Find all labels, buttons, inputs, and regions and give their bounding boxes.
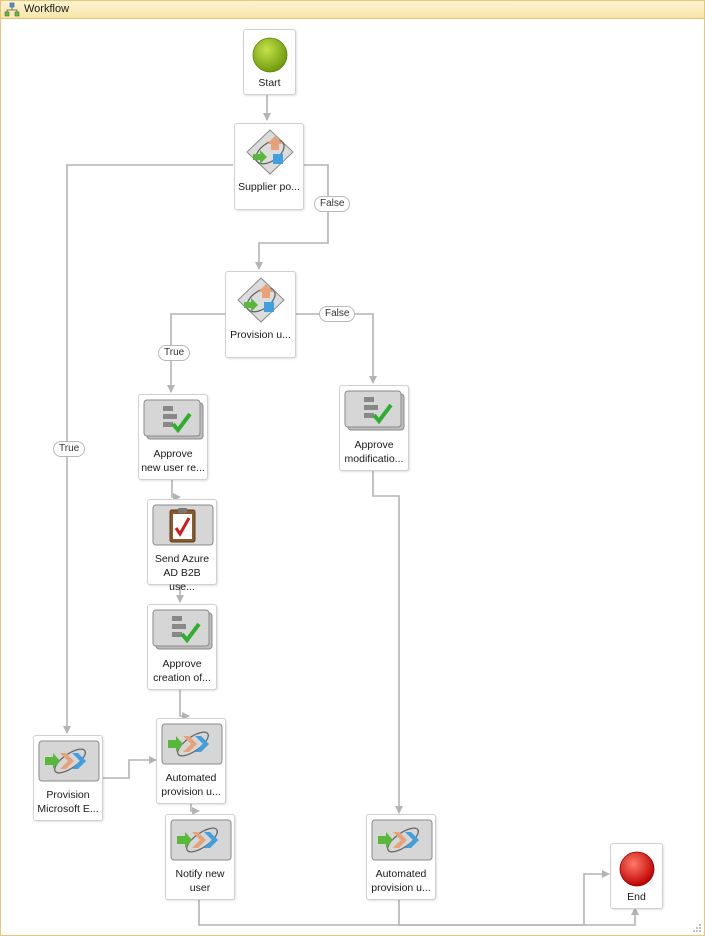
workflow-canvas[interactable]: False True True False Start Supplier po.… [1, 19, 704, 935]
approve-creation-node[interactable]: Approve creation of... [147, 604, 217, 690]
approval-icon [152, 609, 213, 650]
edge-modification-auto2 [372, 471, 403, 814]
send-azure-label-2: AD B2B use... [163, 567, 201, 593]
provisioning-icon [371, 819, 433, 861]
window-title: Workflow [24, 3, 70, 15]
edge-approve-send [171, 479, 181, 501]
start-node[interactable]: Start [243, 29, 296, 95]
provision-microsoft-label-1: Provision [46, 789, 90, 801]
provisioning-icon [38, 740, 100, 782]
send-azure-label-1: Send Azure [154, 553, 210, 565]
supplier-policy-label: Supplier po... [238, 181, 300, 193]
notify-new-user-node[interactable]: Notify new user [165, 814, 235, 900]
automated-provision-1-label-1: Automated [165, 772, 217, 784]
send-azure-node[interactable]: Send Azure AD B2B use... [147, 499, 217, 593]
approve-modification-label-2: modificatio... [344, 453, 404, 465]
approve-new-user-label-1: Approve [153, 448, 193, 460]
approve-creation-label-2: creation of... [153, 672, 211, 684]
decision-icon [246, 129, 294, 175]
decision-icon [237, 277, 285, 323]
notify-new-user-label-1: Notify new [175, 868, 225, 880]
edge-auto1-notify [190, 803, 200, 815]
edge-auto2-end [398, 870, 610, 926]
provisioning-icon [161, 723, 223, 765]
provision-microsoft-node[interactable]: Provision Microsoft E... [33, 735, 103, 821]
provision-microsoft-label-2: Microsoft E... [37, 803, 99, 815]
edge-supplier-false [255, 164, 329, 270]
edge-label-supplier-true: True [53, 441, 86, 457]
automated-provision-2-label-2: provision u... [371, 882, 431, 894]
end-label: End [627, 891, 646, 903]
approve-modification-label-1: Approve [354, 439, 394, 451]
title-bar: Workflow [1, 1, 704, 19]
edge-label-supplier-false: False [314, 196, 351, 212]
approve-new-user-label-2: new user re... [141, 462, 205, 474]
edge-label-provision-false: False [319, 306, 356, 322]
resize-grip-icon[interactable] [691, 922, 701, 932]
approve-creation-label-1: Approve [162, 658, 202, 670]
edge-notify-end [198, 899, 639, 926]
connectors [63, 94, 639, 926]
provision-user-node[interactable]: Provision u... [225, 271, 296, 358]
start-label: Start [258, 77, 281, 89]
edge-provision-true [167, 313, 225, 393]
edge-approve-auto1 [179, 689, 190, 720]
automated-provision-2-label-1: Automated [375, 868, 427, 880]
provisioning-icon [170, 819, 232, 861]
approve-modification-node[interactable]: Approve modificatio... [339, 385, 409, 471]
supplier-policy-node[interactable]: Supplier po... [234, 123, 304, 210]
approval-icon [344, 390, 405, 431]
edge-provision-false [295, 313, 377, 384]
notify-new-user-label-2: user [189, 882, 211, 894]
edge-label-provision-true: True [158, 345, 191, 361]
automated-provision-node-2[interactable]: Automated provision u... [366, 814, 436, 900]
approve-new-user-node[interactable]: Approve new user re... [138, 394, 208, 480]
provision-user-label: Provision u... [230, 329, 291, 341]
start-circle-icon [252, 37, 288, 73]
workflow-icon [4, 2, 20, 17]
clipboard-checklist-icon [152, 504, 214, 546]
approval-icon [143, 399, 204, 440]
automated-provision-1-label-2: provision u... [161, 786, 221, 798]
edge-provisionms-auto1 [103, 756, 157, 779]
end-circle-icon [619, 851, 655, 887]
edge-supplier-true [63, 164, 233, 734]
automated-provision-node-1[interactable]: Automated provision u... [156, 718, 226, 804]
end-node[interactable]: End [610, 843, 663, 909]
